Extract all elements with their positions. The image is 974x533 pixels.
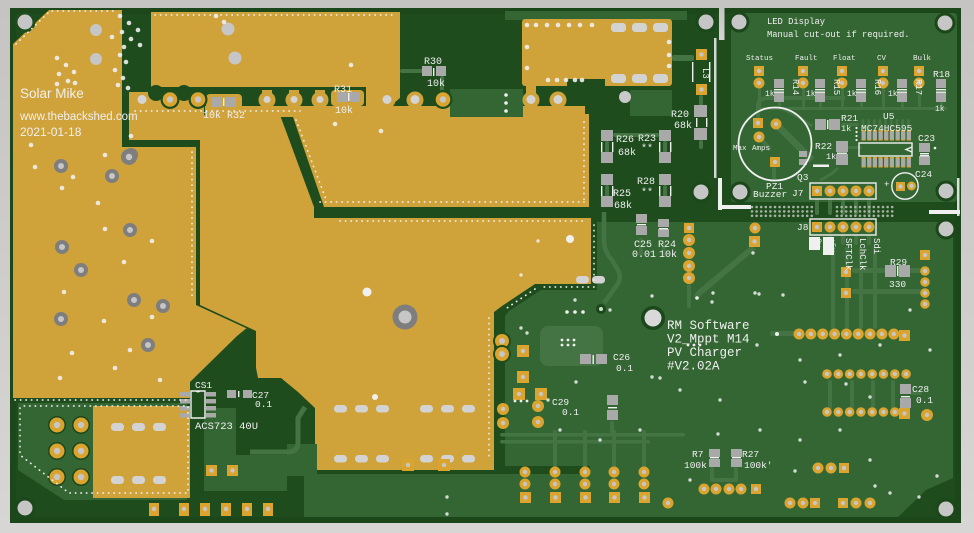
svg-text:PV Charger: PV Charger <box>667 346 742 360</box>
svg-text:C24: C24 <box>915 169 932 180</box>
svg-text:**: ** <box>641 187 653 199</box>
svg-text:**: ** <box>641 143 653 155</box>
svg-text:68k: 68k <box>618 147 636 159</box>
svg-text:0.01: 0.01 <box>632 250 656 261</box>
svg-text:LED Display: LED Display <box>767 17 825 27</box>
svg-text:R28: R28 <box>637 177 655 188</box>
svg-text:Q3: Q3 <box>797 172 809 183</box>
svg-text:Bulk: Bulk <box>913 55 932 63</box>
svg-text:Manual cut-out if required.: Manual cut-out if required. <box>767 30 910 40</box>
svg-text:R25: R25 <box>613 189 631 200</box>
svg-text:R21: R21 <box>841 113 858 124</box>
svg-text:100k': 100k' <box>744 460 773 471</box>
svg-text:0.1: 0.1 <box>916 395 933 406</box>
svg-text:R22: R22 <box>815 141 832 152</box>
svg-text:#V2.02A: #V2.02A <box>667 360 720 374</box>
svg-text:www.thebackshed.com: www.thebackshed.com <box>19 111 138 123</box>
svg-text:C25: C25 <box>634 240 652 251</box>
svg-text:Sdi: Sdi <box>871 238 881 254</box>
svg-text:Buzzer: Buzzer <box>753 189 787 200</box>
svg-text:J8: J8 <box>797 222 809 233</box>
svg-text:C29: C29 <box>552 397 569 408</box>
svg-text:1k: 1k <box>841 124 851 134</box>
svg-text:68k: 68k <box>614 200 632 212</box>
svg-text:V2_Mppt M14: V2_Mppt M14 <box>667 333 750 347</box>
svg-text:R18: R18 <box>933 69 950 80</box>
svg-text:10k: 10k <box>427 78 445 90</box>
svg-text:C28: C28 <box>912 384 929 395</box>
svg-text:SFTClk: SFTClk <box>843 238 853 270</box>
svg-text:R27: R27 <box>742 449 759 460</box>
svg-text:Max: Max <box>733 145 747 153</box>
svg-text:ACS723 40U: ACS723 40U <box>195 421 258 433</box>
svg-text:C26: C26 <box>613 352 630 363</box>
svg-text:Amps: Amps <box>752 145 770 153</box>
svg-text:1k: 1k <box>765 90 775 99</box>
svg-text:R31: R31 <box>334 85 352 96</box>
svg-text:10k R32: 10k R32 <box>203 110 245 122</box>
svg-text:1k: 1k <box>826 152 836 162</box>
svg-text:0.1: 0.1 <box>616 363 633 374</box>
svg-text:U5: U5 <box>883 111 895 122</box>
svg-text:10k: 10k <box>335 105 353 117</box>
svg-text:1k: 1k <box>847 90 857 99</box>
svg-text:J7: J7 <box>792 188 803 199</box>
svg-text:R17: R17 <box>913 79 923 95</box>
svg-text:R20: R20 <box>671 110 689 121</box>
svg-text:R30: R30 <box>424 57 442 68</box>
svg-text:10k: 10k <box>659 249 677 261</box>
svg-text:0.1: 0.1 <box>255 399 272 410</box>
svg-text:PZ1: PZ1 <box>766 181 783 192</box>
svg-text:L3: L3 <box>700 68 710 79</box>
svg-text:MC74HC595: MC74HC595 <box>861 123 913 134</box>
svg-text:330: 330 <box>889 279 906 290</box>
svg-text:LchClk: LchClk <box>857 238 867 270</box>
svg-text:1k: 1k <box>935 105 945 114</box>
svg-text:R15: R15 <box>831 79 841 95</box>
svg-text:R23: R23 <box>638 134 656 145</box>
svg-text:Float: Float <box>833 55 856 63</box>
svg-text:C23: C23 <box>918 133 935 144</box>
svg-text:RM Software: RM Software <box>667 319 750 333</box>
svg-text:1k: 1k <box>806 90 816 99</box>
svg-text:1k: 1k <box>888 90 898 99</box>
svg-text:+: + <box>884 180 889 190</box>
svg-text:R26: R26 <box>616 135 634 146</box>
svg-text:Solar Mike: Solar Mike <box>20 86 84 101</box>
svg-text:Status: Status <box>746 55 773 63</box>
svg-text:R16: R16 <box>872 79 882 95</box>
svg-text:Fault: Fault <box>795 55 818 63</box>
svg-text:0v: 0v <box>814 239 822 249</box>
svg-text:R29: R29 <box>890 257 907 268</box>
svg-text:0.1: 0.1 <box>562 407 579 418</box>
svg-text:C27: C27 <box>252 390 269 401</box>
svg-text:2021-01-18: 2021-01-18 <box>20 125 82 139</box>
svg-text:R7: R7 <box>692 449 703 460</box>
svg-text:R24: R24 <box>658 240 676 251</box>
svg-text:CS1: CS1 <box>195 380 212 391</box>
svg-text:100k: 100k <box>684 460 707 471</box>
svg-text:+5v: +5v <box>828 239 836 253</box>
svg-text:R14: R14 <box>790 79 800 95</box>
svg-text:68k: 68k <box>674 120 692 132</box>
svg-text:CV: CV <box>877 55 887 63</box>
